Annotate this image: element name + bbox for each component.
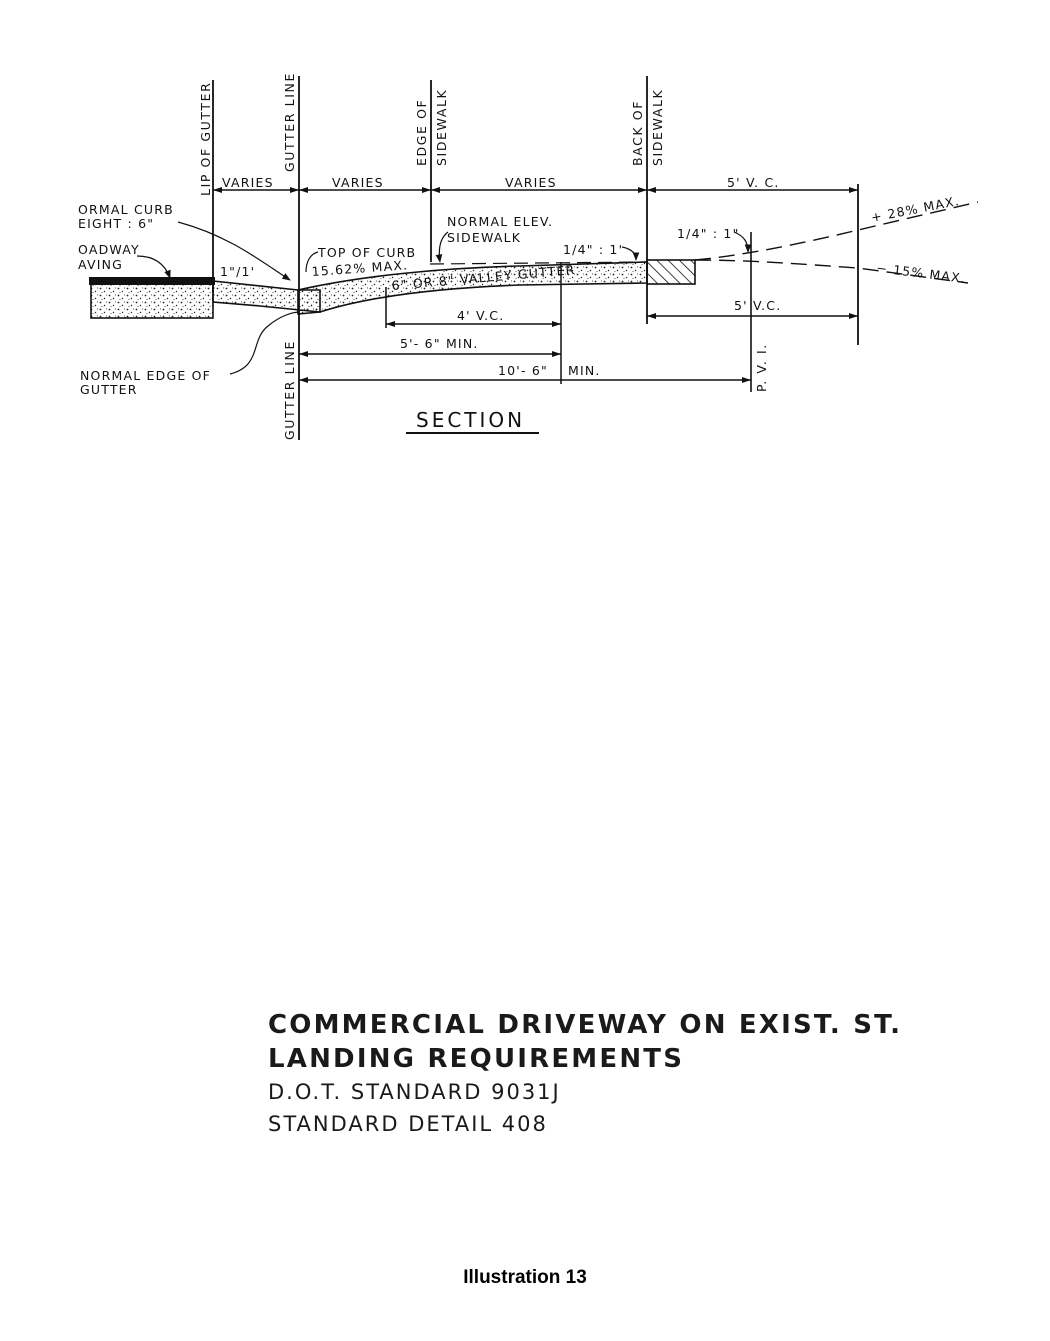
title-block: COMMERCIAL DRIVEWAY ON EXIST. ST. LANDIN… bbox=[268, 1008, 968, 1140]
sidewalk-hatch bbox=[646, 259, 696, 285]
four-vc-label: 4' V.C. bbox=[457, 308, 504, 323]
normal-curb-label-1: ORMAL CURB bbox=[78, 202, 174, 217]
gutter-line-label-bottom: GUTTER LINE bbox=[282, 340, 297, 440]
normal-edge-label-1: NORMAL EDGE OF bbox=[80, 368, 211, 383]
roadway-leader bbox=[136, 255, 171, 279]
sidewalk-label-1: SIDEWALK bbox=[434, 89, 449, 166]
slope-max-label: 15.62% MAX. bbox=[311, 257, 409, 279]
top-of-curb-label: TOP OF CURB bbox=[317, 245, 416, 260]
back-of-label: BACK OF bbox=[630, 100, 645, 166]
grade-plus-line bbox=[694, 201, 979, 261]
roadway-label-2: AVING bbox=[78, 257, 123, 272]
normal-elev-leader bbox=[435, 231, 449, 263]
slope-1-1-label: 1"/1' bbox=[220, 264, 255, 279]
edge-of-label: EDGE OF bbox=[414, 99, 429, 166]
minus-15-label: − 15% MAX. bbox=[876, 260, 967, 286]
normal-elev-label-2: SIDEWALK bbox=[447, 230, 521, 245]
normal-edge-leader bbox=[229, 311, 301, 375]
varies-label-3: VARIES bbox=[505, 175, 557, 190]
title-line-2: LANDING REQUIREMENTS bbox=[268, 1044, 685, 1074]
normal-elev-label-1: NORMAL ELEV. bbox=[447, 214, 553, 229]
dot-standard-line: D.O.T. STANDARD 9031J bbox=[268, 1080, 561, 1104]
roadway-base bbox=[90, 283, 214, 319]
sidewalk-label-2: SIDEWALK bbox=[650, 89, 665, 166]
section-title: SECTION bbox=[416, 408, 525, 432]
grade-minus-line bbox=[694, 259, 969, 284]
five-vc-top-label: 5' V. C. bbox=[727, 175, 780, 190]
slope-quarter-leader-1 bbox=[621, 246, 640, 261]
normal-elev-dashed bbox=[429, 261, 648, 265]
normal-edge-label-2: GUTTER bbox=[80, 382, 138, 397]
varies-label-2: VARIES bbox=[332, 175, 384, 190]
varies-label-1: VARIES bbox=[222, 175, 274, 190]
slope-quarter-label-2: 1/4" : 1" bbox=[677, 226, 740, 241]
standard-detail-line: STANDARD DETAIL 408 bbox=[268, 1112, 548, 1136]
illustration-caption: Illustration 13 bbox=[463, 1267, 587, 1288]
plus-28-label: + 28% MAX. bbox=[870, 193, 961, 225]
min-10-6-suffix-label: MIN. bbox=[568, 363, 601, 378]
top-of-curb-leader bbox=[305, 251, 319, 273]
roadway-surface bbox=[89, 277, 215, 285]
slope-quarter-leader-2 bbox=[733, 231, 752, 253]
lip-of-gutter-label: LIP OF GUTTER bbox=[198, 82, 213, 196]
gutter-line-label-top: GUTTER LINE bbox=[282, 72, 297, 172]
slope-quarter-label-1: 1/4" : 1' bbox=[563, 242, 623, 257]
roadway-label-1: OADWAY bbox=[78, 242, 140, 257]
title-line-1: COMMERCIAL DRIVEWAY ON EXIST. ST. bbox=[268, 1010, 903, 1040]
five-vc-bottom-label: 5' V.C. bbox=[734, 298, 781, 313]
normal-curb-label-2: EIGHT : 6" bbox=[78, 216, 154, 231]
normal-curb-leader bbox=[177, 221, 291, 281]
min-5-6-label: 5'- 6" MIN. bbox=[400, 336, 479, 351]
valley-gutter-slab bbox=[297, 261, 648, 315]
pvi-label: P. V. I. bbox=[754, 343, 769, 392]
min-10-6-value-label: 10'- 6" bbox=[498, 363, 548, 378]
